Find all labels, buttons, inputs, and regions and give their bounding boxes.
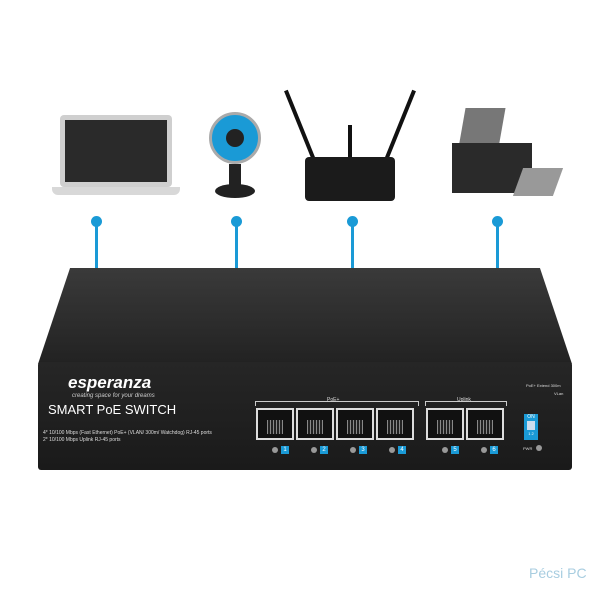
brand-tagline: creating space for your dreams: [72, 393, 155, 399]
port-led: [442, 447, 448, 453]
connector-line: [95, 222, 98, 268]
poe-group-label: PoE+: [327, 397, 340, 403]
pwr-label: PWR: [523, 446, 533, 451]
port-number: 1: [281, 446, 289, 454]
uplink-group-label: Uplink: [457, 397, 471, 403]
connector-line: [235, 222, 238, 268]
port-number: 3: [359, 446, 367, 454]
connector-line: [496, 222, 499, 268]
switch-top: [38, 268, 572, 364]
rj45-port-4[interactable]: [376, 408, 414, 440]
router-image: [284, 85, 416, 205]
poe-bracket: [255, 401, 419, 406]
port-number: 5: [451, 446, 459, 454]
spec-line-2: 2* 10/100 Mbps Uplink RJ-45 ports: [43, 437, 121, 443]
port-number: 4: [398, 446, 406, 454]
connector-dot: [347, 216, 358, 227]
port-number: 2: [320, 446, 328, 454]
connector-dot: [91, 216, 102, 227]
rj45-port-5[interactable]: [426, 408, 464, 440]
rj45-port-3[interactable]: [336, 408, 374, 440]
dip-switch[interactable]: ON 1 2: [524, 414, 538, 440]
dip-label-vlan: VLan: [554, 391, 564, 396]
connector-dot: [231, 216, 242, 227]
brand-logo: esperanza creating space for your dreams: [50, 373, 155, 399]
spec-line-1: 4* 10/100 Mbps (Fast Ethernet) PoE+ (VLA…: [43, 430, 212, 436]
port-number: 6: [490, 446, 498, 454]
product-title: SMART PoE SWITCH: [48, 402, 177, 417]
watermark: Pécsi PC: [529, 565, 587, 581]
laptop-image: [52, 115, 180, 203]
port-led: [389, 447, 395, 453]
rj45-port-2[interactable]: [296, 408, 334, 440]
uplink-bracket: [425, 401, 507, 406]
port-led: [272, 447, 278, 453]
dip-numbers: 1 2: [528, 431, 534, 436]
dip-label-extend: PoE+ Extend 300m: [526, 383, 561, 388]
dip-on-label: ON: [527, 414, 535, 420]
rj45-port-1[interactable]: [256, 408, 294, 440]
webcam-image: [205, 112, 265, 202]
port-led: [350, 447, 356, 453]
printer-image: [448, 108, 564, 203]
rj45-port-6[interactable]: [466, 408, 504, 440]
brand-name: esperanza: [68, 373, 152, 392]
pwr-led: [536, 445, 542, 451]
connector-line: [351, 222, 354, 268]
connector-dot: [492, 216, 503, 227]
port-led: [481, 447, 487, 453]
port-led: [311, 447, 317, 453]
